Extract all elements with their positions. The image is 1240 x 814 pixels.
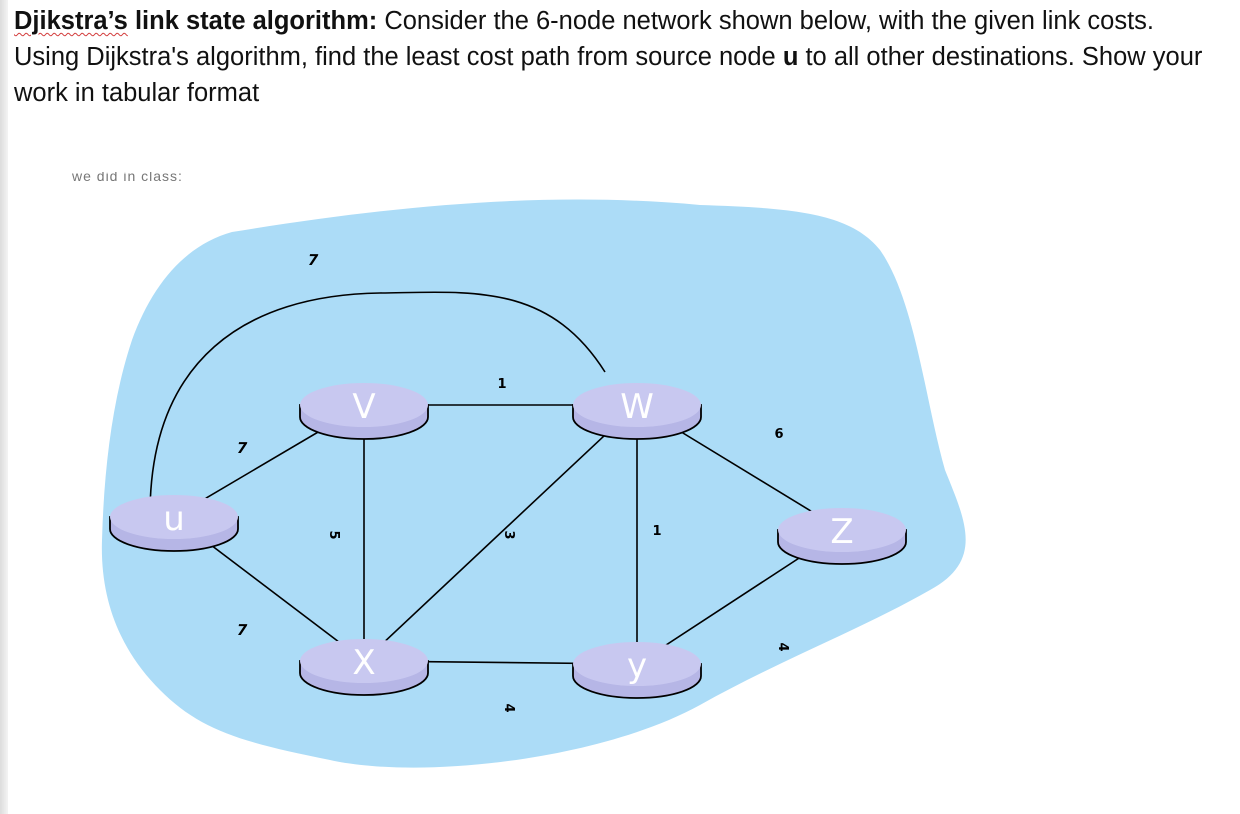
cost-label-x-y: 4 <box>501 703 516 712</box>
cost-labels-layer: 7 7 7 1 5 3 1 6 4 4 <box>235 251 790 712</box>
cost-label-w-z: 6 <box>774 427 783 442</box>
link-w-x <box>363 404 638 662</box>
faint-caption-text: we did in class: <box>72 172 183 184</box>
router-node-u: u <box>109 495 239 552</box>
node-label-z: Z <box>830 512 853 552</box>
node-label-u: u <box>163 499 185 539</box>
cost-label-y-z: 4 <box>775 642 790 651</box>
cost-label-w-y: 1 <box>652 524 661 539</box>
question-title: Djikstra’s link state algorithm: <box>14 7 377 35</box>
node-label-w: W <box>620 387 654 427</box>
cost-label-v-x: 5 <box>326 530 341 539</box>
router-node-y: y <box>572 642 702 699</box>
router-node-w: W <box>572 383 702 440</box>
link-u-w <box>149 291 606 516</box>
source-node-name: u <box>782 43 799 71</box>
node-label-v: V <box>352 387 375 427</box>
router-node-x: X <box>299 639 429 696</box>
cost-label-u-w: 7 <box>306 251 320 269</box>
node-label-x: X <box>352 643 375 683</box>
router-node-v: V <box>299 383 429 440</box>
cost-label-v-w: 1 <box>497 377 506 392</box>
question-title-rest: link state algorithm: <box>127 7 378 35</box>
cost-label-u-x: 7 <box>235 621 249 639</box>
cost-label-u-v: 7 <box>235 439 249 457</box>
spellcheck-word: Djikstra’s <box>14 7 128 35</box>
question-body-end: to all other destinations. Show your wor… <box>14 43 1203 107</box>
question-body: Consider the 6-node network shown below,… <box>14 7 1155 71</box>
cost-label-w-x: 3 <box>501 530 516 539</box>
page-left-edge <box>0 0 8 814</box>
node-label-y: y <box>627 646 647 686</box>
question-text: Djikstra’s link state algorithm: Conside… <box>14 3 1224 111</box>
router-node-z: Z <box>777 508 907 565</box>
